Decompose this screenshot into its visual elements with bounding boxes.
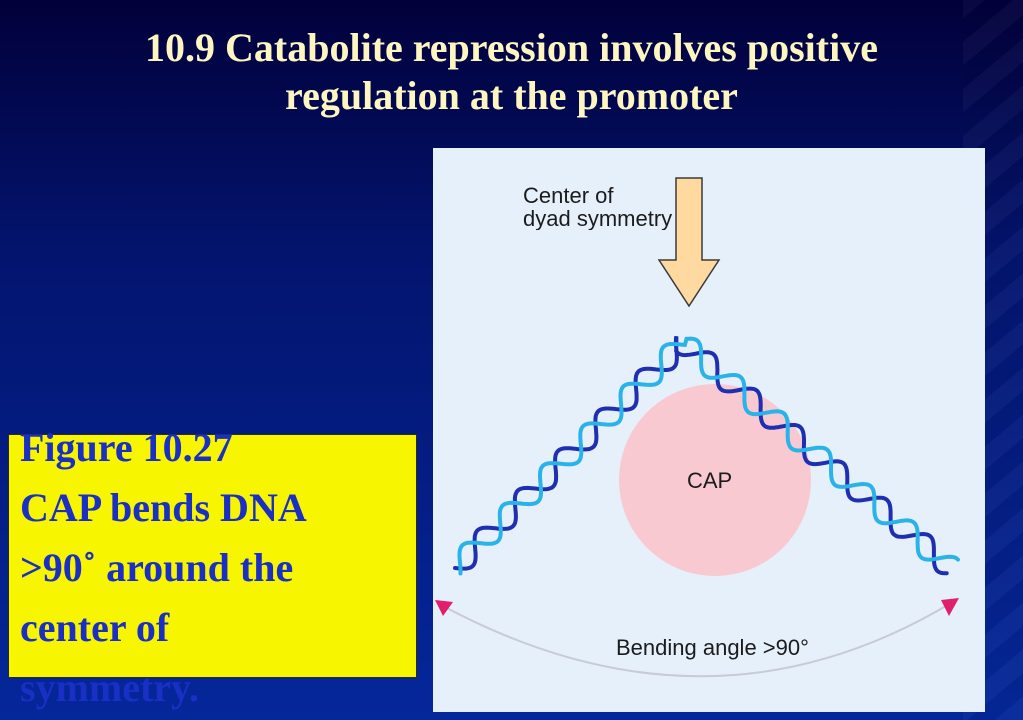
cap-label: CAP — [687, 468, 733, 493]
caption-line-1: Figure 10.27 — [20, 425, 233, 470]
figure-caption: Figure 10.27 CAP bends DNA >90˚ around t… — [20, 418, 420, 718]
cap-protein-circle — [619, 384, 811, 576]
dyad-label-line-1: Center of — [523, 184, 614, 208]
dna-strand-light — [457, 336, 960, 576]
dyad-center-arrow-icon — [657, 177, 721, 308]
caption-line-5: symmetry. — [20, 665, 199, 710]
bending-angle-label: Bending angle >90° — [616, 635, 809, 660]
angle-marker-left-icon — [435, 600, 453, 616]
dyad-label-line-2: dyad symmetry — [523, 206, 673, 230]
dna-double-helix — [453, 335, 960, 576]
dna-diagram-svg — [435, 177, 960, 678]
dna-bending-figure: Center of dyad symmetry CAP Bending angl… — [433, 148, 985, 712]
caption-line-4: center of — [20, 605, 170, 650]
caption-highlight-box — [8, 434, 417, 678]
slide-title-line-1: 10.9 Catabolite repression involves posi… — [145, 25, 878, 70]
dyad-symmetry-label: Center of dyad symmetry — [523, 184, 675, 230]
slide-title: 10.9 Catabolite repression involves posi… — [20, 24, 1003, 120]
angle-marker-right-icon — [941, 598, 959, 616]
caption-line-2: CAP bends DNA — [20, 485, 307, 530]
caption-line-3: >90˚ around the — [20, 545, 294, 590]
slide-title-line-2: regulation at the promoter — [285, 73, 738, 118]
bending-angle-arc — [442, 602, 952, 678]
